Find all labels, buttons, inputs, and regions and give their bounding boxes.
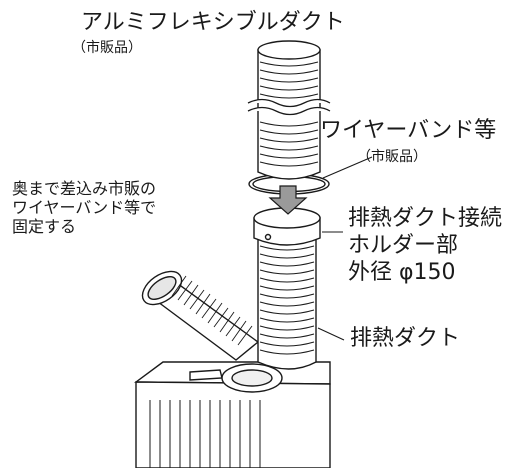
holder-label-line-2: ホルダー部: [348, 233, 459, 258]
instruction-line-1: 奥まで差込み市販の: [12, 179, 157, 198]
side-exhaust-duct: [141, 270, 283, 393]
exhaust-duct: [257, 221, 317, 370]
holder-label-line-3: 外径 φ150: [348, 260, 456, 285]
leader-lines: [317, 156, 373, 341]
wire-band-label: ワイヤーバンド等: [320, 118, 497, 143]
insert-arrow-icon: [268, 185, 308, 215]
aluminum-duct-label: アルミフレキシブルダクト: [81, 10, 345, 35]
exhaust-duct-label: 排熱ダクト: [350, 326, 461, 351]
instruction-line-3: 固定する: [12, 217, 77, 236]
instruction-line-2: ワイヤーバンド等で: [12, 198, 157, 217]
holder-label-line-1: 排熱ダクト接続: [348, 206, 503, 231]
duct-holder: [253, 207, 321, 246]
wire-band-note: （市販品）: [357, 149, 427, 165]
aluminum-duct-note: （市販品）: [72, 40, 142, 56]
aluminum-flexible-duct: [247, 40, 331, 180]
